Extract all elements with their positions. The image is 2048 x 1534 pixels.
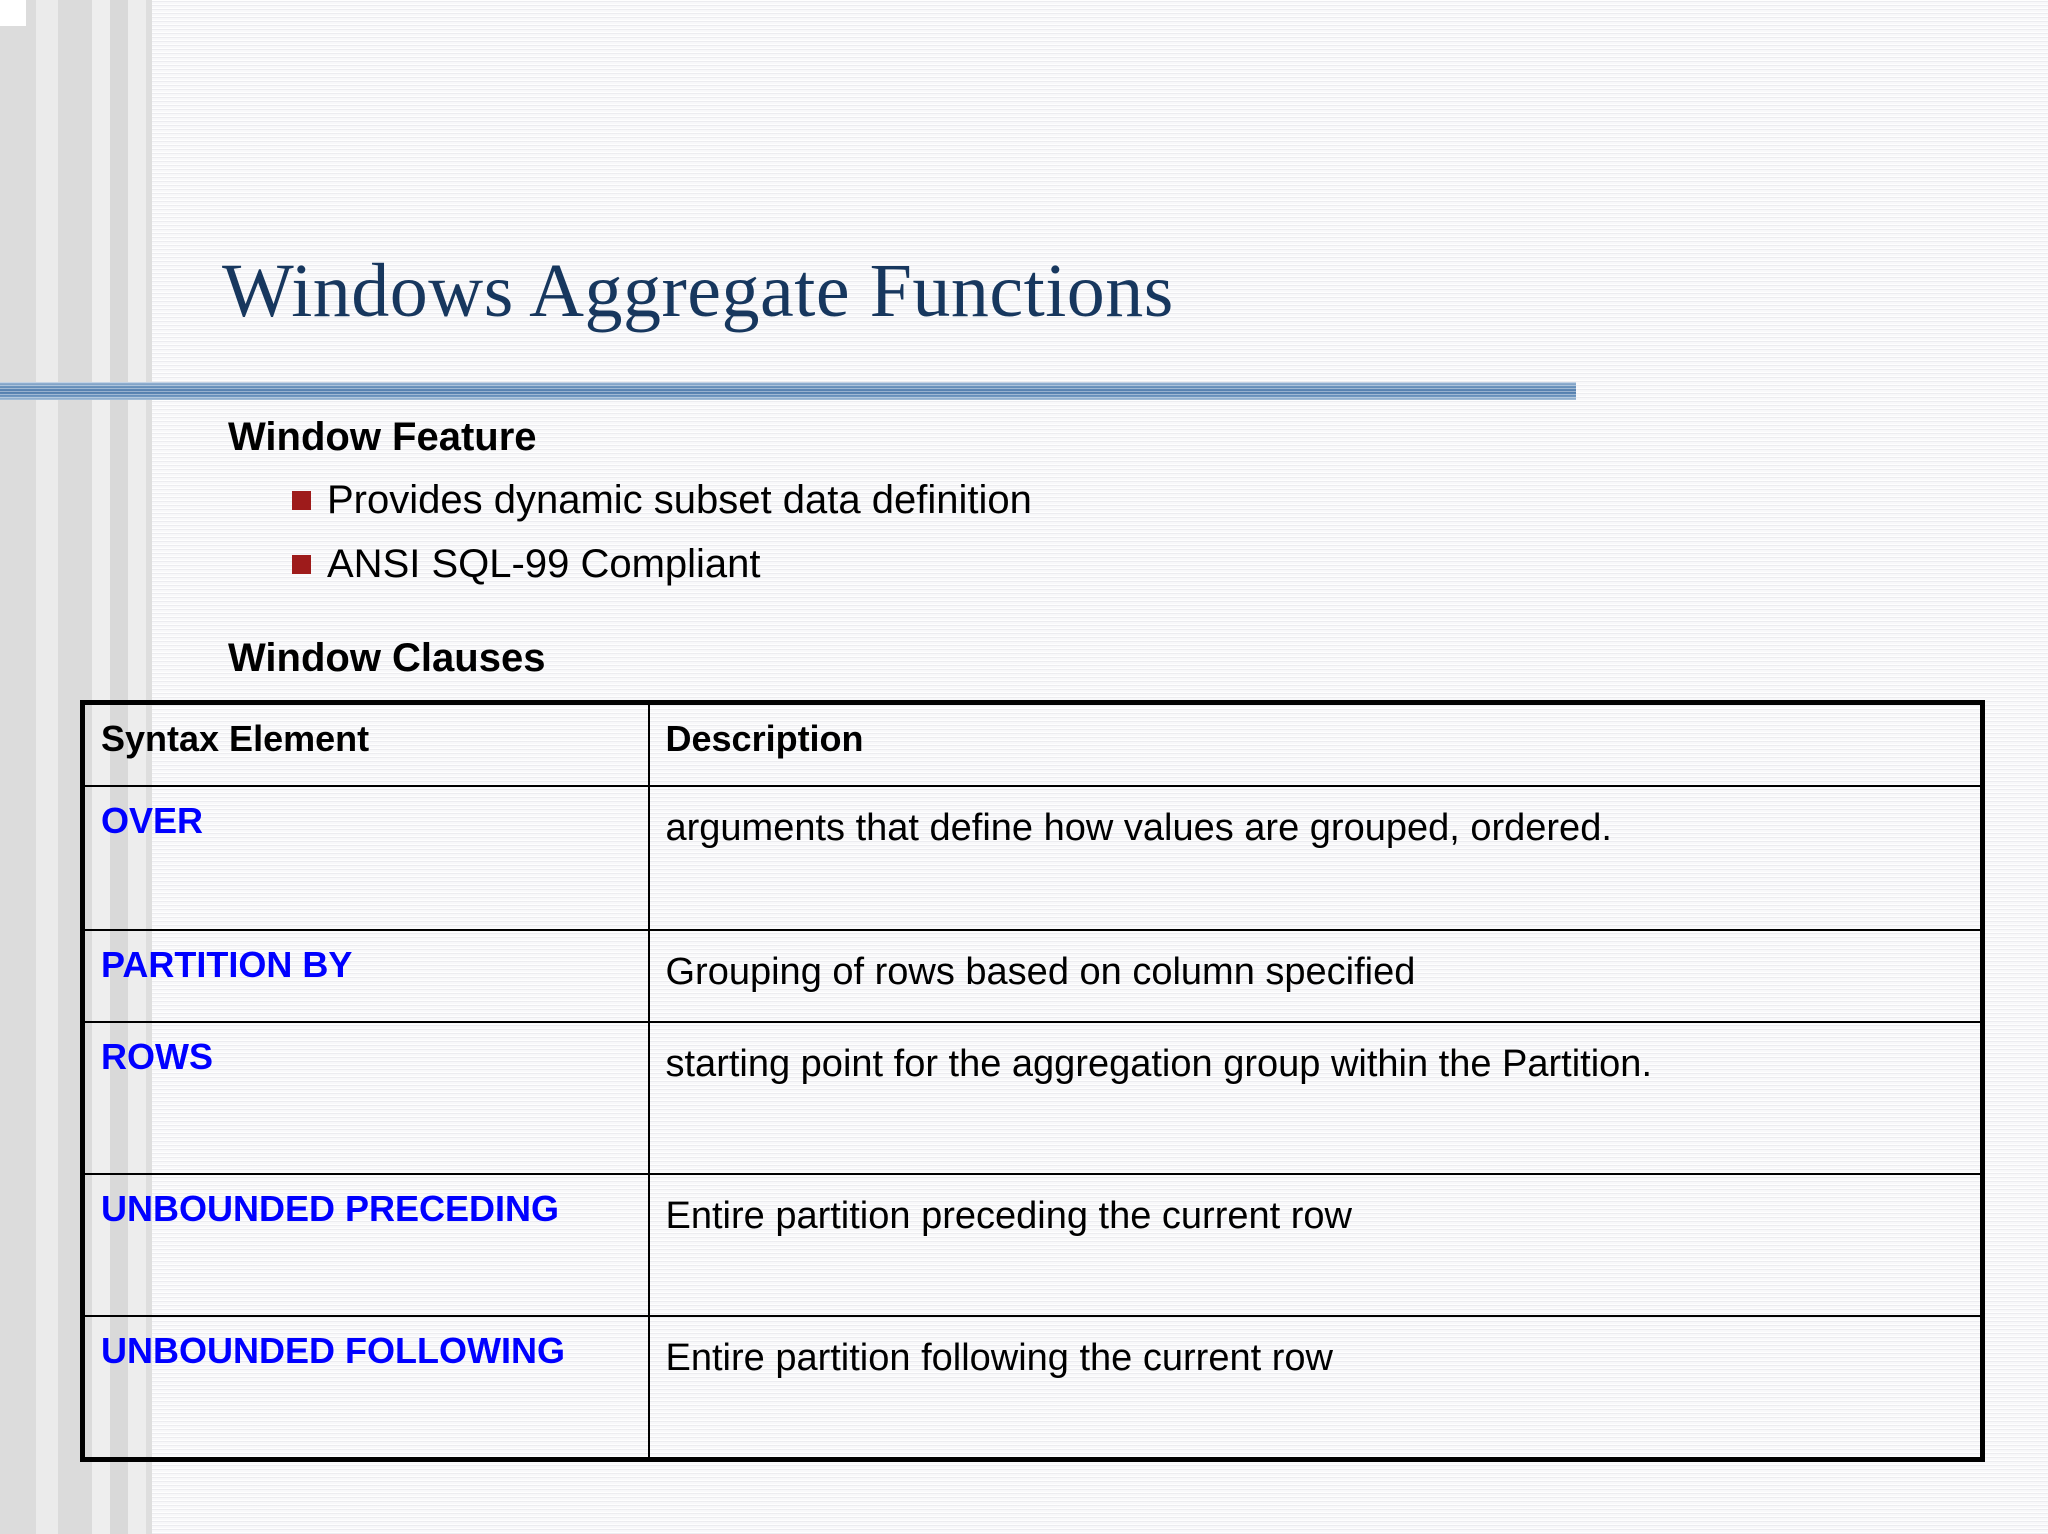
- cell-description: Grouping of rows based on column specifi…: [647, 929, 1984, 1023]
- square-bullet-icon: [292, 555, 311, 574]
- square-bullet-icon: [292, 491, 311, 510]
- window-clauses-table: Syntax Element Description OVER argument…: [80, 700, 1985, 1462]
- title-underline-rule: [0, 382, 1576, 400]
- cell-syntax-element: PARTITION BY: [81, 929, 650, 1023]
- bullet-label: ANSI SQL-99 Compliant: [327, 542, 761, 586]
- cell-syntax-element: ROWS: [81, 1021, 650, 1175]
- cell-description: arguments that define how values are gro…: [647, 785, 1984, 931]
- table-row: UNBOUNDED FOLLOWING Entire partition fol…: [81, 1315, 1984, 1461]
- corner-accent: [0, 0, 26, 26]
- table-row: PARTITION BY Grouping of rows based on c…: [81, 929, 1984, 1023]
- table-row: OVER arguments that define how values ar…: [81, 785, 1984, 931]
- cell-syntax-element: UNBOUNDED FOLLOWING: [81, 1315, 650, 1461]
- table-header-row: Syntax Element Description: [81, 701, 1984, 787]
- cell-syntax-element: OVER: [81, 785, 650, 931]
- table-row: UNBOUNDED PRECEDING Entire partition pre…: [81, 1173, 1984, 1317]
- list-item: Provides dynamic subset data definition: [292, 478, 1032, 523]
- bullet-label: Provides dynamic subset data definition: [327, 478, 1032, 522]
- window-feature-heading: Window Feature: [228, 415, 537, 459]
- cell-description: Entire partition preceding the current r…: [647, 1173, 1984, 1317]
- table-row: ROWS starting point for the aggregation …: [81, 1021, 1984, 1175]
- list-item: ANSI SQL-99 Compliant: [292, 542, 761, 587]
- page-title: Windows Aggregate Functions: [222, 249, 1174, 333]
- column-header-description: Description: [647, 701, 1984, 787]
- cell-description: starting point for the aggregation group…: [647, 1021, 1984, 1175]
- cell-description: Entire partition following the current r…: [647, 1315, 1984, 1461]
- column-header-syntax-element: Syntax Element: [81, 701, 650, 787]
- cell-syntax-element: UNBOUNDED PRECEDING: [81, 1173, 650, 1317]
- window-clauses-heading: Window Clauses: [228, 636, 546, 680]
